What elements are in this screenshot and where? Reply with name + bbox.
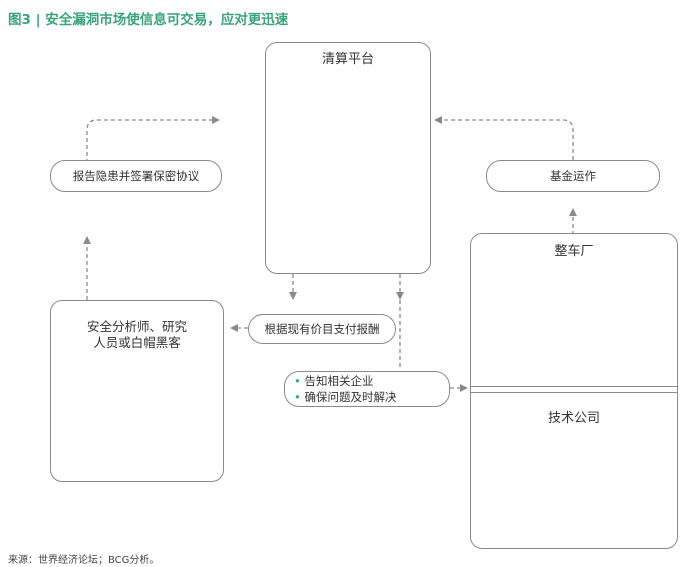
pay-by-value-pill: 根据现有价目支付报酬: [248, 314, 396, 344]
clearing-platform-label: 清算平台: [321, 52, 374, 67]
notify-bullet-1: 告知相关企业: [294, 373, 396, 389]
fund-operation-pill: 基金运作: [486, 160, 660, 192]
connector-nda-to-platform: [86, 116, 220, 163]
connector-fund-to-platform: [434, 116, 574, 160]
researchers-label-line1: 安全分析师、研究: [86, 319, 187, 334]
figure-title: 图3 | 安全漏洞市场使信息可交易，应对更迅速: [8, 12, 289, 28]
companies-divider: [470, 386, 678, 387]
notify-bullet-2: 确保问题及时解决: [294, 389, 396, 405]
report-nda-pill: 报告隐患并签署保密协议: [50, 160, 222, 192]
notify-bullets: 告知相关企业 确保问题及时解决: [294, 373, 396, 405]
companies-box: [470, 233, 678, 549]
researchers-box: [50, 300, 224, 482]
researchers-label-line2: 人员或白帽黑客: [93, 335, 181, 350]
footnote: 来源：世界经济论坛；BCG分析。: [8, 555, 160, 566]
companies-divider-2: [470, 392, 678, 393]
automaker-label: 整车厂: [554, 244, 594, 259]
tech-company-label: 技术公司: [547, 411, 600, 426]
clearing-platform-box: [265, 42, 431, 274]
